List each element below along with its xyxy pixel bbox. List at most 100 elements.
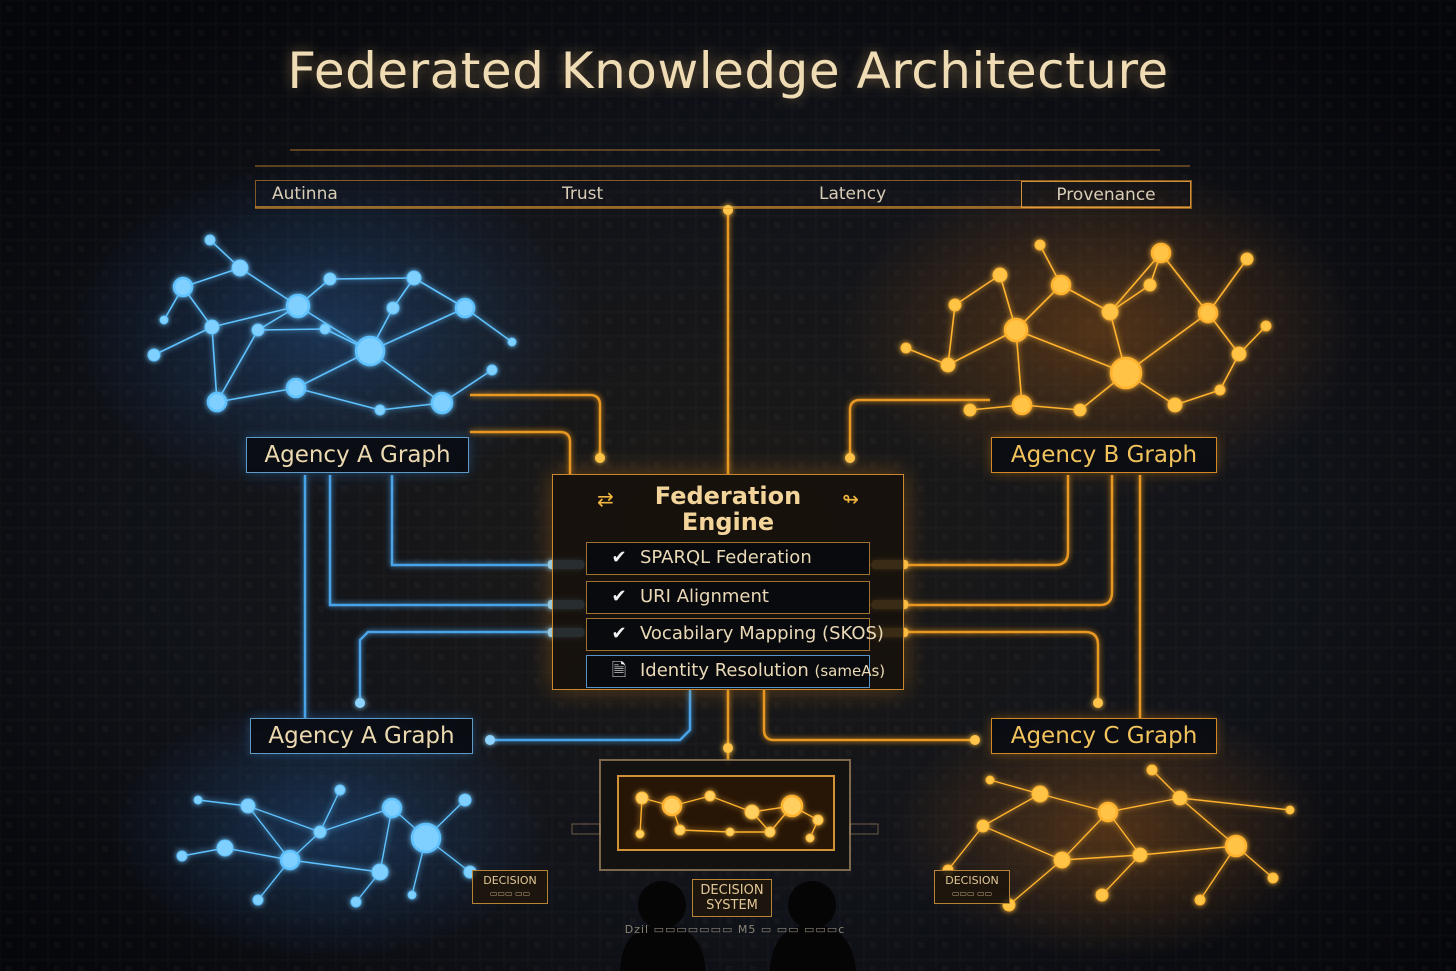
network-node	[1011, 394, 1033, 416]
page-title: Federated Knowledge Architecture	[287, 42, 1169, 100]
network-node	[1194, 894, 1206, 906]
agency-a-graph-label: Agency A Graph	[246, 437, 469, 473]
network-edge	[1207, 258, 1248, 314]
network-node	[976, 819, 990, 833]
criteria-latency: Latency	[819, 184, 887, 204]
network-node	[1132, 847, 1148, 863]
network-edge	[954, 274, 1001, 306]
network-node	[319, 323, 331, 335]
feature-label-main: Identity Resolution	[640, 660, 809, 681]
network-edge	[289, 859, 381, 873]
network-node	[252, 894, 264, 906]
network-node	[764, 826, 776, 838]
network-node	[206, 391, 228, 413]
network-node	[963, 403, 977, 417]
network-node	[410, 822, 442, 854]
network-edge	[1179, 797, 1237, 847]
agency-a-graph-network	[147, 234, 517, 416]
network-node	[635, 791, 649, 805]
network-node	[172, 276, 194, 298]
federation-engine-title: Federation Engine	[553, 483, 903, 535]
network-edge	[1139, 845, 1237, 856]
network-node	[204, 319, 220, 335]
network-node	[251, 323, 265, 337]
viewer-silhouettes	[620, 881, 856, 971]
check-icon: ✔	[611, 623, 627, 644]
decision-badge-left: DECISION ▭▭▭ ▭▭	[472, 870, 548, 904]
decision-system-line2: SYSTEM	[706, 898, 758, 913]
network-node	[1050, 274, 1072, 296]
network-node	[407, 890, 417, 900]
network-edge	[1101, 854, 1141, 896]
feature-label: Identity Resolution (sameAs)	[640, 656, 885, 686]
feature-uri-alignment: ✔ URI Alignment	[586, 581, 870, 614]
network-edge	[947, 329, 1017, 366]
network-edge	[369, 307, 466, 352]
network-node	[940, 357, 956, 373]
agency-c-graph-label: Agency C Graph	[991, 718, 1217, 754]
decision-system-monitor	[571, 759, 879, 871]
network-edge	[211, 305, 299, 328]
decision-badge-title: DECISION	[945, 874, 999, 887]
network-node	[1231, 346, 1247, 362]
network-node	[812, 814, 824, 826]
network-node	[704, 790, 716, 802]
network-node	[354, 335, 386, 367]
criteria-provenance: Provenance	[1021, 181, 1191, 208]
network-edge	[1107, 797, 1181, 813]
network-node	[374, 404, 386, 416]
footer-text: Dzil ▭▭▭▭▭▭▭ M5 ▭ ▭▭ ▭▭▭c	[624, 923, 846, 936]
network-node	[350, 896, 362, 908]
network-node	[1101, 303, 1119, 321]
network-edge	[1061, 811, 1109, 861]
feature-label-suffix: (sameAs)	[814, 662, 886, 680]
network-edge	[1008, 859, 1063, 906]
network-node	[430, 391, 454, 415]
network-edge	[379, 807, 393, 873]
network-edge	[153, 326, 213, 356]
network-node	[1053, 851, 1071, 869]
criteria-autinna: Autinna	[272, 184, 338, 204]
network-edge	[211, 326, 218, 403]
network-edge	[295, 387, 381, 411]
network-node	[900, 342, 912, 354]
network-edge	[1179, 797, 1291, 811]
network-node	[147, 348, 161, 362]
document-icon: 🗎	[611, 660, 627, 681]
network-edge	[947, 825, 984, 871]
network-edge	[216, 387, 297, 403]
feature-vocabulary-mapping: ✔ Vocabilary Mapping (SKOS)	[586, 618, 884, 651]
criteria-trust: Trust	[562, 184, 604, 204]
network-node	[386, 301, 400, 315]
network-node	[1097, 801, 1119, 823]
network-edge	[947, 304, 956, 366]
criteria-bar: Autinna Trust Latency Provenance	[255, 180, 1192, 209]
network-node	[216, 839, 234, 857]
network-node	[1167, 397, 1183, 413]
network-node	[661, 795, 683, 817]
network-node	[159, 315, 169, 325]
network-node	[1003, 317, 1029, 343]
network-edge	[1039, 793, 1109, 813]
network-node	[1109, 356, 1143, 390]
network-edge	[329, 277, 415, 280]
decision-system-label: DECISION SYSTEM	[692, 879, 772, 917]
network-node	[231, 259, 249, 277]
network-node	[285, 377, 307, 399]
network-node	[674, 824, 686, 836]
agency-a-graph-network-bottom	[176, 784, 477, 908]
network-node	[1031, 785, 1049, 803]
network-node	[507, 337, 517, 347]
network-node	[635, 829, 645, 839]
network-node	[1214, 384, 1226, 396]
agency-a-graph-label-bottom: Agency A Graph	[250, 718, 473, 754]
network-edge	[247, 805, 291, 861]
agency-b-graph-network	[900, 239, 1272, 417]
network-node	[1073, 403, 1087, 417]
network-node	[725, 827, 735, 837]
network-edge	[1109, 252, 1162, 313]
decision-badge-subtitle: ▭▭▭ ▭▭	[951, 889, 993, 898]
feature-sparql-federation: ✔ SPARQL Federation	[586, 542, 870, 575]
network-node	[323, 272, 337, 286]
network-node	[279, 849, 301, 871]
